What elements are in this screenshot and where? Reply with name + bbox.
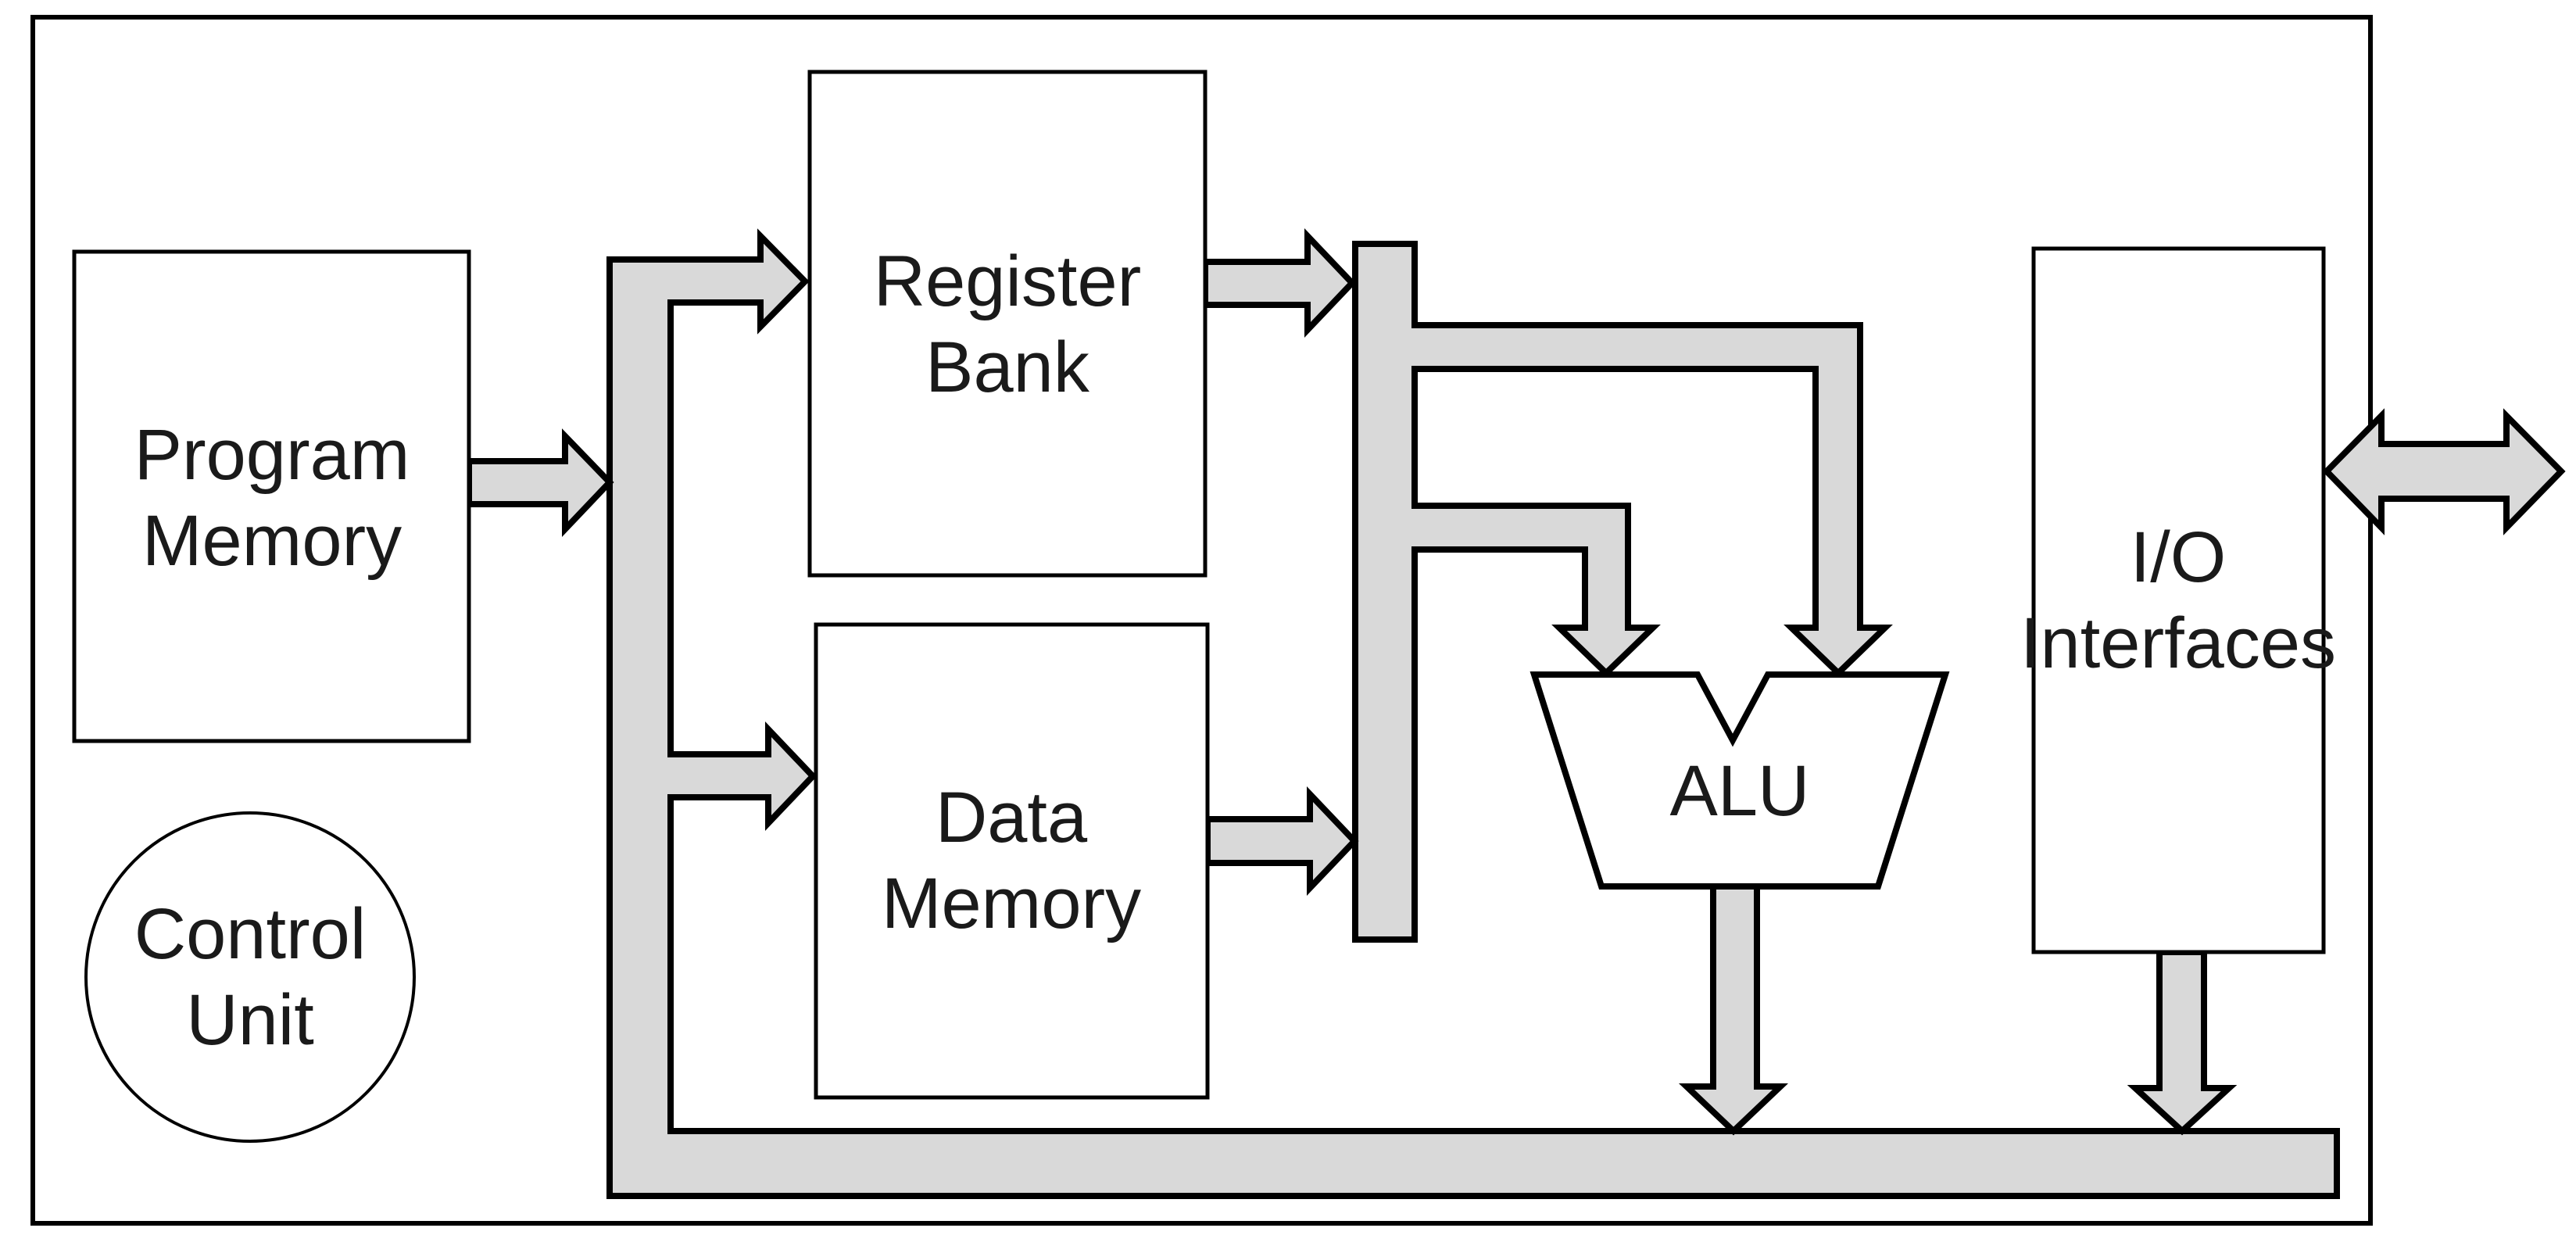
io-interfaces-label-line1: I/O (2131, 517, 2227, 597)
program-memory-output-arrow (466, 428, 614, 538)
register-bank-output-arrow (1202, 227, 1357, 338)
data-memory-label-line1: Data (936, 778, 1088, 857)
data-memory-label-line2: Memory (882, 864, 1141, 943)
operand-bus-with-alu-input-arrows (1352, 241, 1893, 943)
alu-trapezoid (1530, 671, 1950, 890)
program-memory-label-line1: Program (134, 415, 410, 495)
data-memory-output-arrow (1204, 786, 1359, 897)
control-unit-circle (84, 811, 416, 1143)
external-bidirectional-arrow (2322, 408, 2566, 535)
alu-output-arrow (1678, 883, 1789, 1136)
internal-bus-with-system-bus (606, 228, 2340, 1199)
register-bank-box (807, 70, 1208, 578)
register-bank-label-line2: Bank (925, 328, 1090, 407)
alu-label: ALU (1670, 751, 1810, 831)
chip-boundary (30, 15, 2373, 1226)
io-interfaces-box (2031, 246, 2326, 954)
io-interfaces-label-line2: Interfaces (2020, 603, 2336, 683)
control-unit-label-line2: Unit (186, 980, 314, 1060)
program-memory-label-line2: Memory (142, 501, 402, 581)
io-output-arrow (2127, 949, 2238, 1136)
data-memory-box (814, 622, 1210, 1100)
register-bank-label-line1: Register (874, 242, 1142, 321)
program-memory-box (72, 249, 471, 743)
control-unit-label-line1: Control (134, 894, 367, 974)
